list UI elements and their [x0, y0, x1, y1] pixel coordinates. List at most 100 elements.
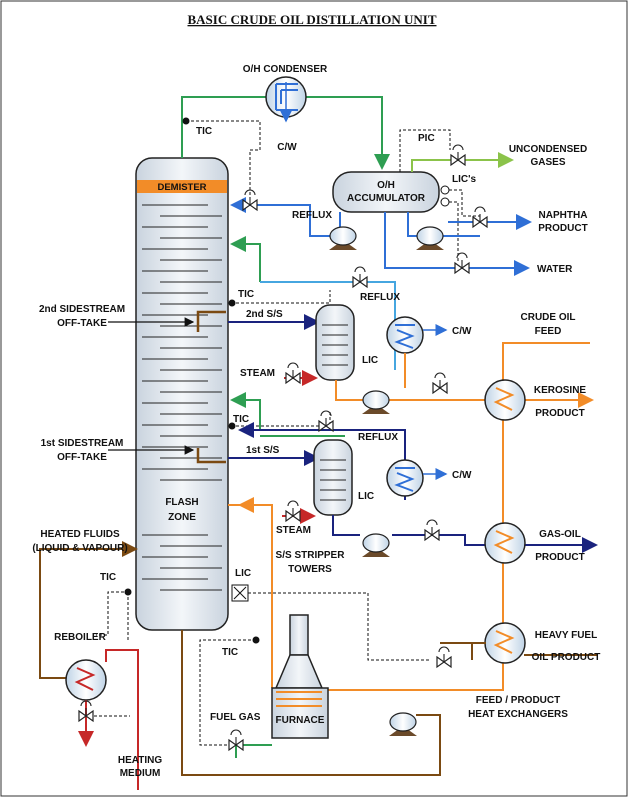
- control-valve-icon: [450, 144, 466, 167]
- lic-2-label: LIC: [362, 355, 378, 366]
- tic-bottom-label: TIC: [100, 572, 116, 583]
- side2-label-2: OFF-TAKE: [57, 318, 107, 329]
- tic-1-label: TIC: [233, 414, 249, 425]
- cooler-1: [386, 459, 448, 497]
- naphtha-line: [407, 212, 532, 237]
- reboiler-label: REBOILER: [54, 632, 106, 643]
- pumps-group: [329, 226, 444, 736]
- reflux-1-label: REFLUX: [358, 432, 398, 443]
- furnace: [271, 614, 329, 739]
- furnace-label: FURNACE: [276, 715, 325, 726]
- hfo-heat-exchanger: [440, 622, 598, 664]
- stripper-tower-1: [313, 439, 353, 516]
- lic-bottom-label: LIC: [235, 568, 251, 579]
- pic-control: [399, 129, 514, 172]
- pump-icon: [389, 712, 417, 736]
- control-valve-icon: [78, 700, 94, 723]
- flash-zone-label-1: FLASH: [165, 497, 198, 508]
- lic-bottom-control: [231, 584, 430, 661]
- tic-furnace-control: [199, 636, 260, 746]
- heated-label-1: HEATED FLUIDS: [40, 529, 120, 540]
- fpx-label-2: HEAT EXCHANGERS: [468, 709, 568, 720]
- gasoil-label-2: PRODUCT: [535, 552, 584, 563]
- tic-2-control: [228, 290, 331, 307]
- control-valve-icon: [285, 362, 301, 385]
- tic-top-label: TIC: [196, 126, 212, 137]
- accumulator-label-2: ACCUMULATOR: [347, 193, 426, 204]
- hfo-to-furnace: [325, 660, 504, 691]
- main-distillation-tower: [135, 157, 229, 631]
- fpx-label-1: FEED / PRODUCT: [476, 695, 560, 706]
- stripper-label-2: TOWERS: [288, 564, 332, 575]
- overhead-vapour-line: [181, 96, 390, 170]
- heated-label-2: (LIQUID & VAPOUR): [32, 543, 127, 554]
- tic-furnace-label: TIC: [222, 647, 238, 658]
- control-valve-icon: [242, 189, 258, 212]
- oh-condenser-label: O/H CONDENSER: [243, 64, 328, 75]
- pump-icon: [362, 390, 390, 414]
- side1-label-1: 1st SIDESTREAM: [41, 438, 124, 449]
- flash-zone-label-2: ZONE: [168, 512, 196, 523]
- ss1-label: 1st S/S: [246, 445, 280, 456]
- pump-icon: [416, 226, 444, 250]
- heating-label-2: MEDIUM: [120, 768, 161, 779]
- reboiler: [65, 592, 139, 790]
- pump-icon: [362, 533, 390, 557]
- gasoil-label-1: GAS-OIL: [539, 529, 581, 540]
- naphtha-label-1: NAPHTHA: [539, 210, 588, 221]
- stripper-tower-2: [315, 304, 355, 381]
- crude-label-2: FEED: [535, 326, 562, 337]
- cw-top-label: C/W: [277, 142, 297, 153]
- sidestream-2: [108, 310, 320, 332]
- cw-1-label: C/W: [452, 470, 472, 481]
- steam-1-label: STEAM: [276, 525, 311, 536]
- demister-label: DEMISTER: [157, 182, 206, 193]
- sidestream-1: [108, 445, 320, 466]
- hfo-label-1: HEAVY FUEL: [535, 630, 597, 641]
- diagram-title: BASIC CRUDE OIL DISTILLATION UNIT: [188, 12, 437, 27]
- cw-2-label: C/W: [452, 326, 472, 337]
- control-valve-icon: [454, 252, 470, 275]
- stripper-label-1: S/S STRIPPER: [276, 550, 346, 561]
- crude-label-1: CRUDE OIL: [521, 312, 576, 323]
- reflux-2-label: REFLUX: [360, 292, 400, 303]
- water-label: WATER: [537, 264, 573, 275]
- demister-band: [137, 180, 227, 193]
- ss2-label: 2nd S/S: [246, 309, 283, 320]
- water-line: [384, 212, 530, 276]
- kero-label-1: KEROSINE: [534, 385, 587, 396]
- crude-feed-line: [335, 342, 594, 628]
- tic-1-control: [228, 412, 331, 430]
- accumulator-label-1: O/H: [377, 180, 395, 191]
- control-valve-icon: [318, 410, 334, 433]
- reboiler-loop: [39, 548, 70, 679]
- side1-label-2: OFF-TAKE: [57, 452, 107, 463]
- kero-label-2: PRODUCT: [535, 408, 584, 419]
- oh-accumulator: [332, 171, 440, 213]
- stripper-vapour-return: [230, 236, 261, 430]
- control-valve-icon: [424, 519, 440, 542]
- lics-control: [440, 185, 480, 262]
- reflux-top-label: REFLUX: [292, 210, 332, 221]
- side2-label-1: 2nd SIDESTREAM: [39, 304, 125, 315]
- gasoil-heat-exchanger: [484, 522, 526, 564]
- kerosine-heat-exchanger: [484, 379, 526, 421]
- control-valve-icon: [472, 206, 488, 229]
- cooler-2: [386, 316, 448, 354]
- pic-label: PIC: [418, 133, 435, 144]
- uncondensed-label-2: GASES: [530, 157, 565, 168]
- fuel-gas-label: FUEL GAS: [210, 712, 261, 723]
- steam-2-label: STEAM: [240, 368, 275, 379]
- control-valve-icon: [432, 372, 448, 395]
- pump-icon: [329, 226, 357, 250]
- tic-top-control: [182, 117, 261, 195]
- naphtha-label-2: PRODUCT: [538, 223, 587, 234]
- valves-group: [78, 144, 488, 752]
- control-valve-icon: [352, 266, 368, 289]
- uncondensed-label-1: UNCONDENSED: [509, 144, 587, 155]
- hfo-label-2: OIL PRODUCT: [532, 652, 601, 663]
- control-valve-icon: [285, 500, 301, 523]
